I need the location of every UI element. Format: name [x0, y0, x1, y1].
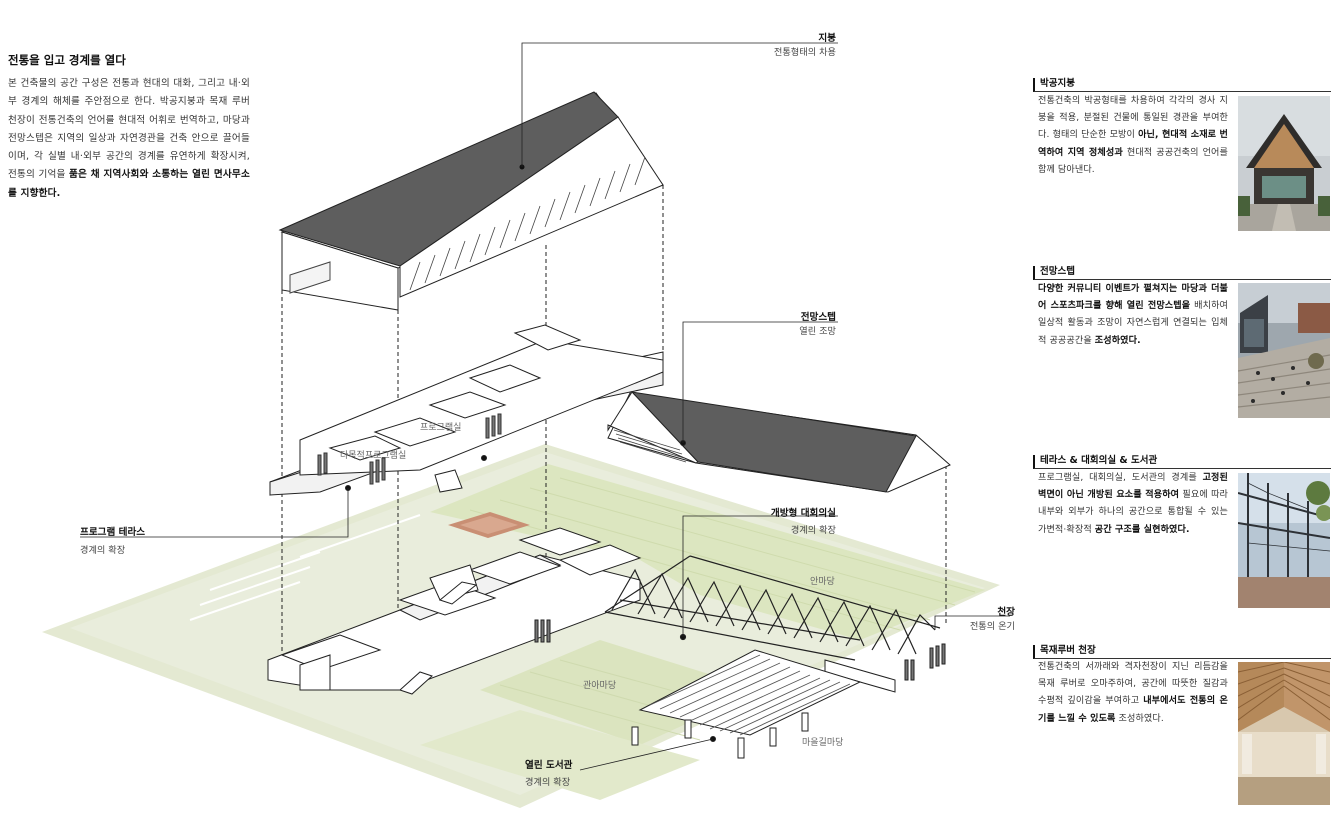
callout-open-library-title: 열린 도서관: [525, 760, 573, 771]
panel-text-step: 다양한 커뮤니티 이벤트가 펼쳐지는 마당과 더불어 스포츠파크를 향해 열린 …: [1038, 281, 1228, 350]
panel-step-text-b: 다양한 커뮤니티 이벤트가 펼쳐지는 마당과 더불어 스포츠파크를 향해 열린 …: [1038, 284, 1228, 312]
panel-roof-text-a: 전통건축의 박공형태를 차용하여 각각의 경사 지붕을 적용, 분절된 건물에 …: [1038, 96, 1228, 141]
panel-text-roof: 전통건축의 박공형태를 차용하여 각각의 경사 지붕을 적용, 분절된 건물에 …: [1038, 93, 1228, 179]
callout-ceiling-sub: 전통의 온기: [969, 621, 1015, 632]
panel-terrace-text-c: 필요에 따라 내부와 외부가 하나의 공간으로 통합될 수 있는 가변적·확장적: [1038, 490, 1229, 535]
terrace-photo: [1238, 473, 1330, 608]
callout-open-library: 열린 도서관 경계의 확장: [525, 757, 572, 788]
area-inner-yard: 안마당: [810, 577, 835, 587]
area-view-yard: 관아마당: [583, 681, 617, 691]
intro-body-bold: 품은 채 지역사회와 소통하는 열린 면사무소를 지향한다.: [8, 169, 250, 199]
panel-louver-text-b: 내부에서도 전통의 온기를 느낄 수 있도록: [1038, 696, 1228, 724]
louver-photo: [1238, 662, 1330, 805]
panel-roof-text-c: 현대적 공공건축의 언어를 함께 담아낸다.: [1038, 147, 1228, 175]
callout-open-hall-title: 개방형 대회의실: [770, 508, 836, 519]
callout-ceiling: 천장 전통의 온기: [940, 604, 1015, 632]
panel-louver-text-a: 전통건축의 서까래와 격자천장이 지닌 리듬감을 목재 루버로 오마주하여, 공…: [1038, 662, 1228, 707]
callout-roof-title: 지붕: [818, 33, 836, 44]
callout-view-step: 전망스텝 열린 조망: [700, 309, 836, 337]
panel-text-louver: 전통건축의 서까래와 격자천장이 지닌 리듬감을 목재 루버로 오마주하여, 공…: [1038, 659, 1228, 728]
intro-body-plain: 본 건축물의 공간 구성은 전통과 현대의 대화, 그리고 내·외부 경계의 해…: [8, 78, 250, 181]
roof-photo: [1238, 96, 1330, 231]
panel-roof-text-b: 아닌, 현대적 소재로 번역하여 지역 정체성과: [1038, 130, 1228, 158]
panel-title-terrace: 테라스 & 대회의실 & 도서관: [1033, 455, 1331, 469]
panel-title-roof: 박공지붕: [1033, 78, 1331, 92]
intro-title: 전통을 입고 경계를 열다: [8, 53, 126, 67]
panel-step-text-d: 조성하였다.: [1094, 335, 1141, 346]
callout-program-terrace-title: 프로그램 테라스: [80, 527, 146, 538]
area-multipurpose: 다목적프로그램실: [340, 451, 407, 461]
callout-roof-sub: 전통형태의 차용: [773, 47, 836, 58]
area-village-yard: 마을길마당: [802, 738, 844, 748]
panel-terrace-text-d: 공간 구조를 실현하였다.: [1094, 524, 1190, 535]
step-photo: [1238, 283, 1330, 418]
callout-program-terrace: 프로그램 테라스 경계의 확장: [80, 524, 145, 556]
intro-body: 본 건축물의 공간 구성은 전통과 현대의 대화, 그리고 내·외부 경계의 해…: [8, 75, 250, 203]
callout-view-step-title: 전망스텝: [800, 312, 836, 323]
leader-lines: [80, 42, 1010, 771]
panel-title-louver: 목재루버 천장: [1033, 645, 1331, 659]
view-step-roof: [607, 391, 951, 493]
callout-open-hall: 개방형 대회의실 경계의 확장: [700, 505, 836, 536]
panel-title-step: 전망스텝: [1033, 266, 1331, 280]
axonometric-diagram: [42, 42, 1010, 808]
area-program-room: 프로그램실: [420, 423, 462, 433]
callout-open-hall-sub: 경계의 확장: [790, 525, 836, 536]
panel-terrace-text-b: 고정된 벽면이 아닌 개방된 요소를 적용하여: [1038, 473, 1228, 501]
callout-open-library-sub: 경계의 확장: [525, 777, 571, 788]
panel-terrace-text-a: 프로그램실, 대회의실, 도서관의 경계를: [1038, 473, 1203, 483]
timber-frame: [604, 555, 941, 661]
gable-roof: [278, 91, 664, 311]
upper-floor-plan: [269, 324, 664, 496]
callout-roof: 지붕 전통형태의 차용: [700, 30, 836, 58]
callout-view-step-sub: 열린 조망: [799, 326, 836, 337]
panel-text-terrace: 프로그램실, 대회의실, 도서관의 경계를 고정된 벽면이 아닌 개방된 요소를…: [1038, 470, 1228, 539]
ground-floor-plan: [267, 527, 946, 695]
panel-louver-text-c: 조성하였다.: [1115, 713, 1164, 724]
callout-ceiling-title: 천장: [997, 607, 1015, 618]
panel-step-text-c: 배치하여 일상적 활동과 조망이 자연스럽게 연결되는 입체적 공공공간을: [1038, 301, 1228, 346]
library-louver: [631, 649, 862, 759]
callout-program-terrace-sub: 경계의 확장: [80, 545, 126, 556]
